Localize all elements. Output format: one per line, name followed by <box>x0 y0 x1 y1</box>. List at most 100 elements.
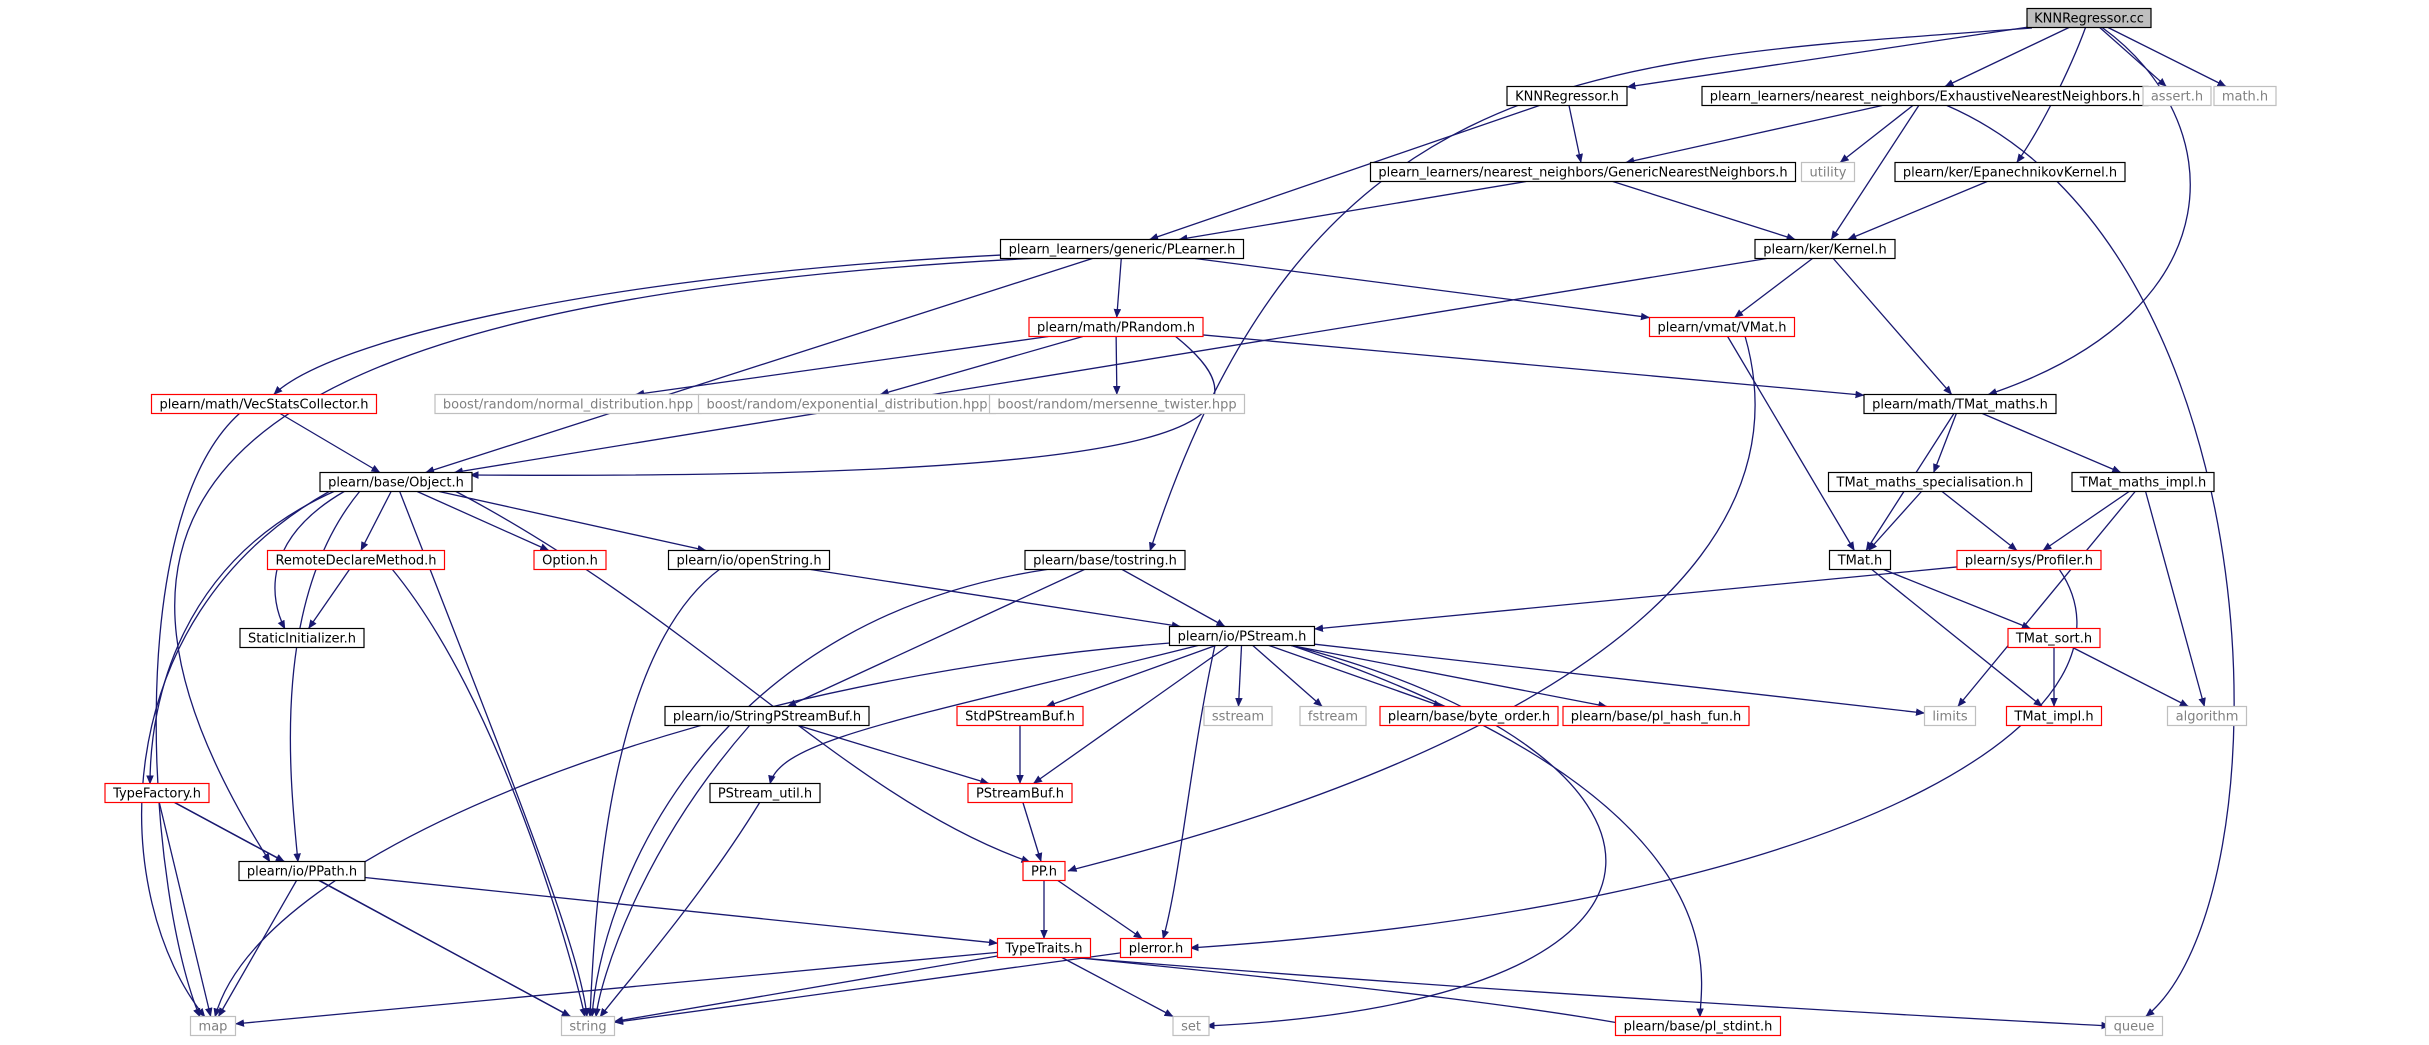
node-box <box>1863 393 2057 415</box>
node-set: set <box>1172 1015 1210 1037</box>
edge-tmat-sort-h-to-algorithm <box>2072 646 2189 708</box>
node-label: plearn/io/StringPStreamBuf.h <box>673 710 861 725</box>
node-pl-stdint-h[interactable]: plearn/base/pl_stdint.h <box>1614 1015 1782 1037</box>
node-vecstats-h[interactable]: plearn/math/VecStatsCollector.h <box>150 393 378 415</box>
edge-pstream-h-to-plerror-h <box>1161 644 1216 940</box>
node-knnregressor-cc[interactable]: KNNRegressor.cc <box>2026 7 2152 29</box>
node-remote-h[interactable]: RemoteDeclareMethod.h <box>266 549 446 571</box>
edge-exhaustive-nn-h-to-utility <box>1839 104 1914 164</box>
node-label: plearn/base/pl_stdint.h <box>1624 1020 1773 1035</box>
node-stringpsb-h[interactable]: plearn/io/StringPStreamBuf.h <box>664 705 870 727</box>
node-vmat-h[interactable]: plearn/vmat/VMat.h <box>1648 316 1796 338</box>
node-utility: utility <box>1800 161 1856 183</box>
edge-object-h-to-string <box>399 491 590 1017</box>
node-generic-nn-h[interactable]: plearn_learners/nearest_neighbors/Generi… <box>1369 161 1797 183</box>
edge-exhaustive-nn-h-to-generic-nn-h <box>1625 104 1883 165</box>
node-label: assert.h <box>2151 90 2203 105</box>
node-box <box>1648 316 1796 338</box>
node-prandom-h[interactable]: plearn/math/PRandom.h <box>1028 316 1204 338</box>
edge-tmat-spec-h-to-profiler-h <box>1941 490 2018 552</box>
node-plearner-h[interactable]: plearn_learners/generic/PLearner.h <box>999 238 1245 260</box>
node-label: StaticInitializer.h <box>248 632 356 647</box>
node-box <box>709 782 821 804</box>
edge-kernel-h-to-vmat-h <box>1734 257 1813 319</box>
node-label: plearn/vmat/VMat.h <box>1658 321 1787 336</box>
edge-vmat-h-to-pp-h <box>1067 335 1756 872</box>
node-label: set <box>1181 1020 1201 1035</box>
node-option-h[interactable]: Option.h <box>533 549 607 571</box>
node-limits: limits <box>1923 705 1977 727</box>
node-label: plearn_learners/generic/PLearner.h <box>1009 243 1236 258</box>
edge-vecstats-h-to-object-h <box>279 412 381 474</box>
node-box <box>189 1015 237 1037</box>
edge-ppath-h-to-string <box>319 879 571 1018</box>
edge-typetraits-h-to-pl-stdint-h <box>1079 957 1636 1029</box>
node-object-h[interactable]: plearn/base/Object.h <box>319 471 473 493</box>
edge-pstream-h-to-pl-stdint-h <box>1289 644 1704 1018</box>
edge-ppath-h-to-typetraits-h <box>364 876 998 947</box>
node-stdpsb-h[interactable]: StdPStreamBuf.h <box>956 705 1084 727</box>
edge-knnregressor-h-to-plearner-h <box>1149 104 1540 241</box>
edge-object-h-to-option-h <box>416 490 550 552</box>
node-tostring-h[interactable]: plearn/base/tostring.h <box>1024 549 1186 571</box>
node-knnregressor-h[interactable]: KNNRegressor.h <box>1506 85 1628 107</box>
node-exhaustive-nn-h[interactable]: plearn_learners/nearest_neighbors/Exhaus… <box>1701 85 2149 107</box>
node-box <box>1506 85 1628 107</box>
edge-object-h-to-openstring-h <box>438 490 707 553</box>
node-box <box>2071 471 2215 493</box>
edge-pstream-h-to-fstream <box>1252 645 1323 707</box>
node-openstring-h[interactable]: plearn/io/openString.h <box>667 549 831 571</box>
node-label: Option.h <box>542 554 598 569</box>
node-box <box>1923 705 1977 727</box>
edge-pstream-h-to-sstream <box>1235 645 1243 707</box>
edge-tmat-maths-h-to-tmat-impl-maths-h <box>1982 412 2122 474</box>
node-staticinit-h[interactable]: StaticInitializer.h <box>239 627 365 649</box>
node-tmat-h[interactable]: TMat.h <box>1828 549 1892 571</box>
node-label: KNNRegressor.cc <box>2034 12 2144 27</box>
node-label: plearn/math/TMat_maths.h <box>1872 398 2048 413</box>
node-tmat-impl-maths-h[interactable]: TMat_maths_impl.h <box>2071 471 2215 493</box>
edge-object-h-to-remote-h <box>360 491 392 551</box>
node-profiler-h[interactable]: plearn/sys/Profiler.h <box>1956 549 2102 571</box>
edge-vmat-h-to-tmat-h <box>1727 336 1855 551</box>
node-typefactory-h[interactable]: TypeFactory.h <box>104 782 210 804</box>
node-label: TMat.h <box>1837 554 1883 569</box>
node-label: fstream <box>1308 710 1358 725</box>
node-label: sstream <box>1212 710 1264 725</box>
edge-kernel-h-to-object-h <box>453 257 1767 475</box>
node-label: PStream_util.h <box>718 787 812 802</box>
node-queue: queue <box>2104 1015 2164 1037</box>
node-label: TMat_impl.h <box>2013 710 2093 725</box>
node-label: PStreamBuf.h <box>976 787 1064 802</box>
node-tmat-sort-h[interactable]: TMat_sort.h <box>2007 627 2101 649</box>
edge-stringpsb-h-to-pstreambuf-h <box>798 724 990 785</box>
edge-object-h-to-typefactory-h <box>146 490 336 785</box>
node-epanechnikov-h[interactable]: plearn/ker/EpanechnikovKernel.h <box>1894 161 2126 183</box>
node-tmat-impl-h[interactable]: TMat_impl.h <box>2005 705 2103 727</box>
edge-exhaustive-nn-h-to-kernel-h <box>1830 105 1920 240</box>
node-box <box>1369 161 1797 183</box>
edge-profiler-h-to-pstream-h <box>1314 566 1958 632</box>
edge-pstream-h-to-limits <box>1314 643 1925 716</box>
node-box <box>1028 316 1204 338</box>
node-plerror-h[interactable]: plerror.h <box>1119 937 1193 959</box>
node-pstream-util-h[interactable]: PStream_util.h <box>709 782 821 804</box>
node-tmat-maths-h[interactable]: plearn/math/TMat_maths.h <box>1863 393 2057 415</box>
node-box <box>266 549 446 571</box>
node-typetraits-h[interactable]: TypeTraits.h <box>996 937 1092 959</box>
edge-pstream-h-to-hash-fun-h <box>1291 644 1608 709</box>
edge-knnregressor-cc-to-exhaustive-nn-h <box>1944 26 2070 88</box>
edge-plearner-h-to-ppath-h <box>174 257 1041 863</box>
node-pstream-h[interactable]: plearn/io/PStream.h <box>1168 625 1316 647</box>
node-pstreambuf-h[interactable]: PStreamBuf.h <box>967 782 1073 804</box>
node-hash-fun-h[interactable]: plearn/base/pl_hash_fun.h <box>1562 705 1750 727</box>
node-ppath-h[interactable]: plearn/io/PPath.h <box>238 860 366 882</box>
edge-remote-h-to-staticinit-h <box>308 569 350 629</box>
node-byte-order-h[interactable]: plearn/base/byte_order.h <box>1379 705 1559 727</box>
node-pp-h[interactable]: PP.h <box>1022 860 1066 882</box>
node-kernel-h[interactable]: plearn/ker/Kernel.h <box>1754 238 1896 260</box>
node-tmat-spec-h[interactable]: TMat_maths_specialisation.h <box>1827 471 2033 493</box>
node-box <box>1614 1015 1782 1037</box>
node-sstream: sstream <box>1203 705 1273 727</box>
